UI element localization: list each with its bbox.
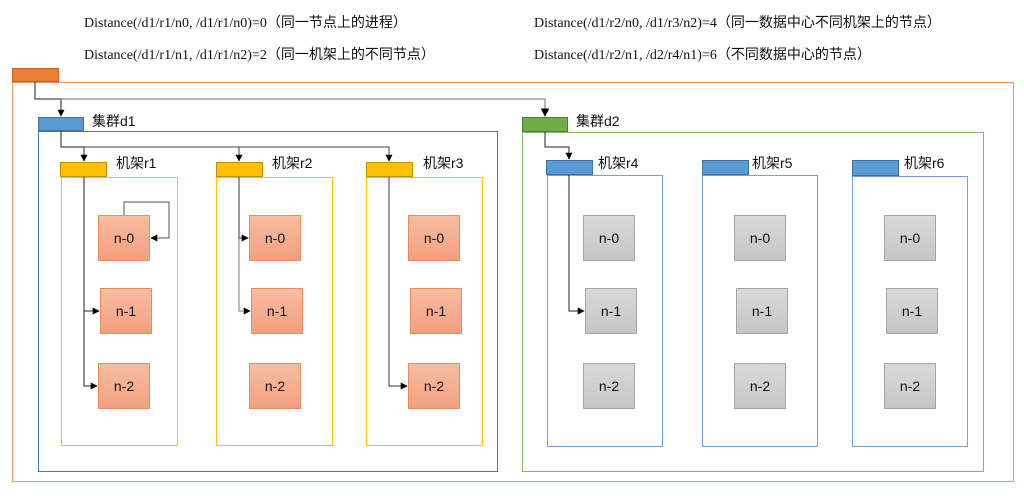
rack-r6-container: [852, 176, 968, 447]
rack-r4-container: [547, 175, 663, 447]
distance-formula-same-datacenter: Distance(/d1/r2/n0, /d1/r3/n2)=4（同一数据中心不…: [534, 16, 941, 31]
rack-r5-label: 机架r5: [752, 155, 793, 171]
datacenter-d1-container: [38, 131, 498, 472]
rack-r3-label: 机架r3: [423, 155, 464, 171]
node-r4-n2: n-2: [583, 363, 635, 409]
node-r2-n0: n-0: [249, 215, 301, 261]
node-r5-n1: n-1: [736, 288, 788, 334]
datacenter-d1-tab: [38, 117, 84, 131]
datacenter-d1-label: 集群d1: [92, 113, 136, 129]
node-r3-n1: n-1: [410, 288, 462, 334]
node-r1-n1: n-1: [100, 288, 152, 334]
node-r3-n2: n-2: [408, 363, 460, 409]
node-r4-n0: n-0: [583, 215, 635, 261]
datacenter-d2-tab: [522, 117, 568, 132]
rack-r4-tab: [546, 160, 593, 175]
rack-r2-container: [216, 177, 333, 446]
node-r6-n1: n-1: [886, 288, 938, 334]
distance-formula-same-node: Distance(/d1/r1/n0, /d1/r1/n0)=0（同一节点上的进…: [84, 16, 407, 31]
datacenter-d2-label: 集群d2: [576, 113, 620, 129]
node-r6-n2: n-2: [884, 363, 936, 409]
node-r1-n2: n-2: [98, 363, 150, 409]
rack-r4-label: 机架r4: [598, 155, 639, 171]
node-r4-n1: n-1: [585, 288, 637, 334]
node-r2-n2: n-2: [249, 363, 301, 409]
node-r5-n0: n-0: [734, 215, 786, 261]
rack-r3-container: [366, 177, 483, 446]
rack-r1-container: [61, 177, 178, 446]
root-tab: [12, 68, 59, 82]
node-r2-n1: n-1: [251, 288, 303, 334]
rack-r6-label: 机架r6: [904, 155, 945, 171]
node-r1-n0: n-0: [98, 215, 150, 261]
rack-r2-tab: [216, 162, 263, 177]
node-r3-n0: n-0: [408, 215, 460, 261]
node-r5-n2: n-2: [734, 363, 786, 409]
node-r6-n0: n-0: [884, 215, 936, 261]
rack-r3-tab: [366, 162, 413, 177]
root-container: [12, 82, 1014, 482]
rack-r5-container: [702, 175, 818, 447]
datacenter-d2-container: [522, 132, 984, 472]
rack-r2-label: 机架r2: [272, 155, 313, 171]
distance-formula-same-rack: Distance(/d1/r1/n1, /d1/r1/n2)=2（同一机架上的不…: [84, 48, 435, 63]
rack-r5-tab: [702, 160, 749, 175]
rack-r6-tab: [852, 160, 899, 176]
rack-r1-tab: [60, 162, 107, 177]
distance-formula-different-datacenter: Distance(/d1/r2/n1, /d2/r4/n1)=6（不同数据中心的…: [534, 48, 871, 63]
rack-r1-label: 机架r1: [116, 155, 157, 171]
